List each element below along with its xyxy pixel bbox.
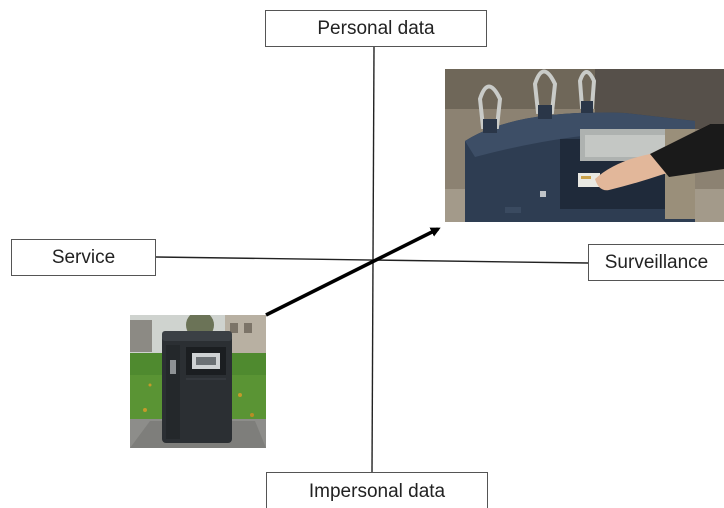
axis-label-bottom-text: Impersonal data bbox=[308, 481, 446, 502]
axis-label-right-text: Surveillance bbox=[604, 251, 709, 273]
axis-label-service: Service bbox=[11, 239, 156, 276]
axis-label-surveillance: Surveillance bbox=[588, 244, 724, 281]
transition-arrow bbox=[265, 227, 441, 317]
card-access-waste-container-photo bbox=[445, 69, 724, 222]
axis-label-left-text: Service bbox=[51, 246, 116, 268]
axis-label-impersonal-data: Impersonal data bbox=[266, 472, 488, 508]
horizontal-axis-line bbox=[155, 256, 589, 264]
smart-waste-bin-photo bbox=[130, 315, 266, 448]
axis-label-personal-data: Personal data bbox=[265, 10, 487, 47]
axis-label-top-text: Personal data bbox=[317, 17, 435, 39]
